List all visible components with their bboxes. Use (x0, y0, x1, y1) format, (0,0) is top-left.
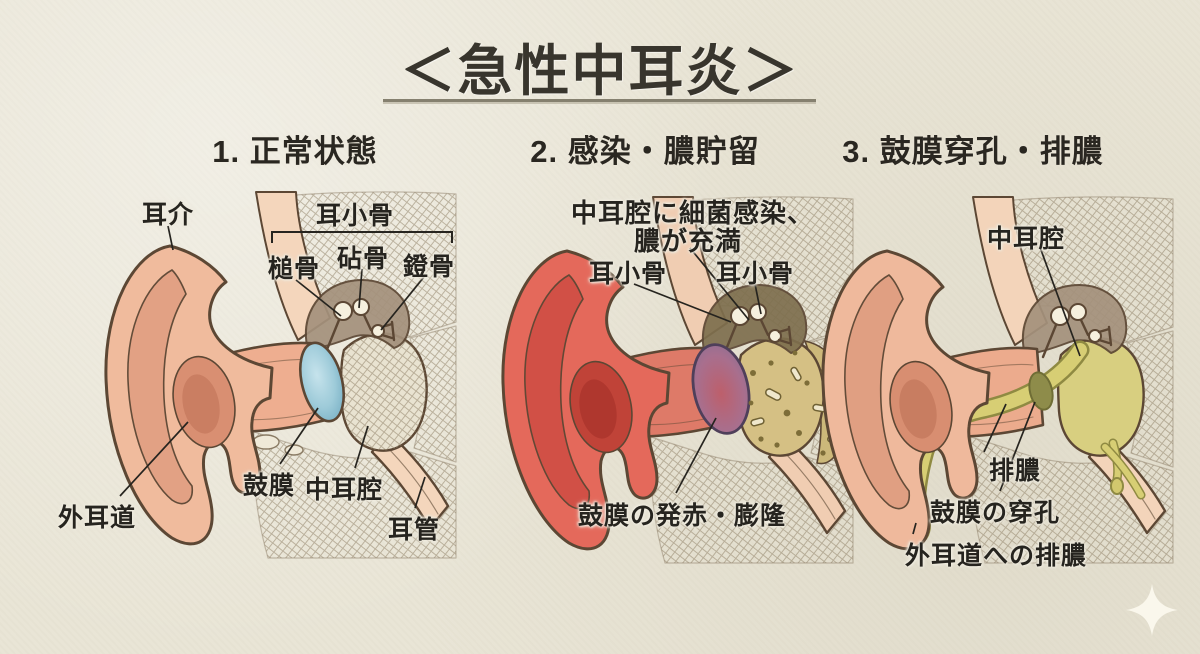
label-infection-caption-line1: 中耳腔に細菌感染、 (571, 198, 815, 228)
bone-texture-oval (252, 434, 280, 450)
malleus-head (333, 301, 353, 321)
title-underline (383, 99, 816, 102)
label-infection-caption-line2: 膿が充満 (633, 226, 742, 256)
label-ossicle-left: 耳小骨 (589, 260, 668, 288)
eustachian-tube-shape (370, 430, 450, 530)
drum-perforation-shape (1028, 371, 1054, 411)
ear-illustration-infection (501, 196, 854, 564)
canal-entrance-shadow (182, 374, 220, 434)
label-eustachian-tube: 耳管 (388, 516, 441, 544)
ear-anatomy-group (501, 196, 854, 564)
malleus-head (730, 306, 750, 326)
label-stapes: 鐙骨 (403, 253, 456, 281)
malleus-handle (324, 318, 341, 354)
panel-3-heading: 3. 鼓膜穿孔・排膿 (842, 134, 1104, 169)
ear-anatomy-group (104, 191, 457, 559)
label-pus-drainage: 排膿 (989, 457, 1042, 485)
label-ear-canal: 外耳道 (58, 504, 137, 532)
label-bulging-drum: 鼓膜の発赤・膨隆 (578, 502, 787, 530)
eardrum-bulging-shape (691, 343, 751, 435)
sparkle-icon (1126, 584, 1178, 636)
stapes-shape (768, 329, 782, 343)
page-title: ＜急性中耳炎＞ (400, 40, 800, 102)
label-eardrum: 鼓膜 (243, 472, 296, 500)
panel-2-heading: 2. 感染・膿貯留 (530, 134, 760, 169)
label-canal-drainage: 外耳道への排膿 (905, 542, 1088, 570)
label-perforation: 鼓膜の穿孔 (930, 499, 1061, 527)
bone-texture-oval (284, 444, 304, 456)
incus-shape (749, 303, 767, 321)
middle-ear-cavity-hatch (341, 333, 427, 451)
label-auricle: 耳介 (142, 201, 195, 229)
incus-shape (1069, 303, 1087, 321)
panel-1-heading: 1. 正常状態 (212, 134, 378, 169)
stapes-shape (1088, 329, 1102, 343)
incus-process (362, 313, 373, 332)
ear-illustration-normal (104, 191, 457, 559)
label-incus: 砧骨 (337, 245, 390, 273)
malleus-head (1050, 306, 1070, 326)
label-ossicle-right: 耳小骨 (716, 260, 795, 288)
incus-shape (352, 298, 370, 316)
label-ossicles-group: 耳小骨 (316, 202, 395, 230)
label-middle-ear: 中耳腔 (305, 476, 384, 504)
label-malleus: 槌骨 (268, 255, 321, 283)
label-middle-ear-3: 中耳腔 (987, 225, 1066, 253)
eardrum-shape (299, 341, 345, 423)
